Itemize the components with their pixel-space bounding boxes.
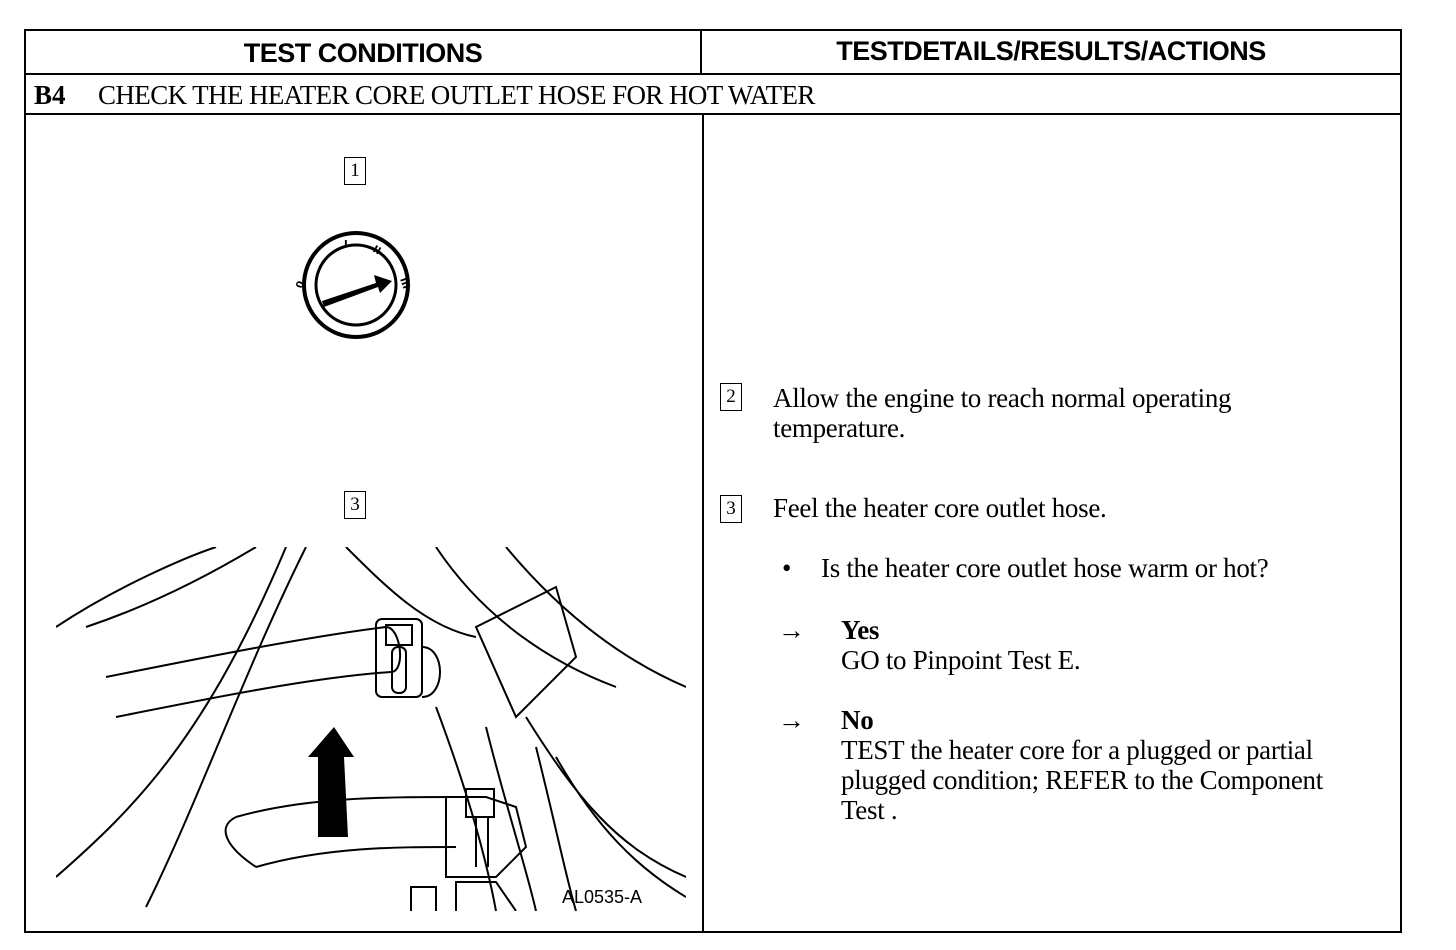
question-text: Is the heater core outlet hose warm or h… [821,553,1269,583]
bullet: • [782,553,792,583]
step-row: B4 CHECK THE HEATER CORE OUTLET HOSE FOR… [26,75,1400,115]
test-table: TEST CONDITIONS TESTDETAILS/RESULTS/ACTI… [24,29,1402,933]
step-code: B4 [34,80,66,110]
no-arrow-icon: → [778,705,805,735]
ignition-label-off: 0 [294,280,307,290]
step-2-line2: temperature. [773,413,906,443]
ignition-label-1: I [344,239,348,250]
header-test-details: TESTDETAILS/RESULTS/ACTIONS [836,36,1266,66]
heater-hose-illustration [56,547,686,911]
no-label: No [841,705,874,735]
yes-action: GO to Pinpoint Test E. [841,645,1081,675]
step-2-line1: Allow the engine to reach normal operati… [773,383,1232,413]
header-test-conditions: TEST CONDITIONS [26,31,702,73]
step-number-3: 3 [720,495,742,523]
ignition-label-3: III [397,276,411,290]
no-action-line1: TEST the heater core for a plugged or pa… [841,735,1313,765]
step-title: CHECK THE HEATER CORE OUTLET HOSE FOR HO… [98,80,815,110]
yes-arrow-icon: → [778,615,805,645]
step-number-2: 2 [720,383,742,411]
column-divider [702,115,704,931]
no-action-line2: plugged condition; REFER to the Componen… [841,765,1323,795]
yes-branch: Yes GO to Pinpoint Test E. [841,615,1081,675]
up-arrow-icon [308,727,354,837]
no-branch: No TEST the heater core for a plugged or… [841,705,1323,825]
ignition-switch-icon: 0 I II III [294,231,411,339]
step-2-text: Allow the engine to reach normal operati… [773,383,1232,443]
yes-label: Yes [841,615,880,645]
callout-3: 3 [344,491,366,519]
callout-1: 1 [344,157,366,185]
ignition-label-2: II [371,244,383,257]
figure-id: AL0535-A [562,887,643,907]
no-action-line3: Test . [841,795,898,825]
table-header: TEST CONDITIONS TESTDETAILS/RESULTS/ACTI… [26,31,1400,75]
step-3-text: Feel the heater core outlet hose. [773,493,1107,523]
